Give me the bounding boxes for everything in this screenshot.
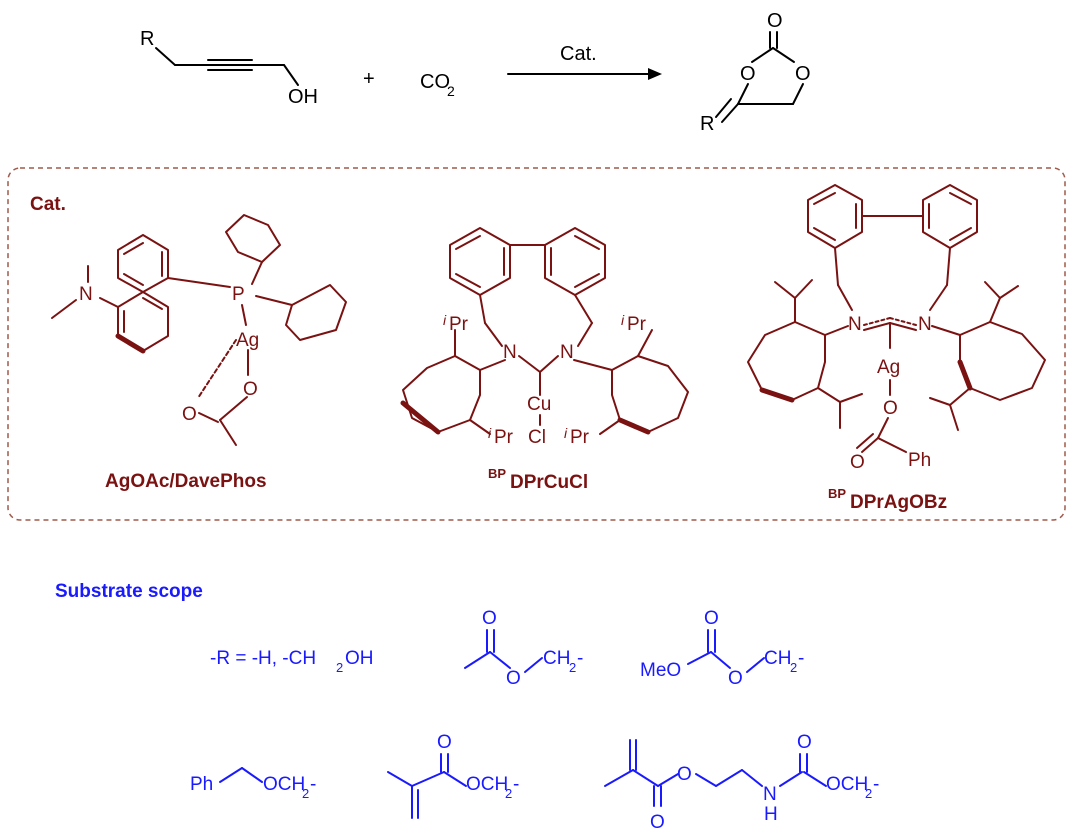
agobz-n-label-1: N [848, 314, 862, 335]
agobz-o-label-2: O [850, 452, 865, 473]
plus-sign: + [363, 68, 375, 90]
cucl-ipr-label-1: Pr [449, 314, 469, 335]
cucl-n-label-2: N [560, 342, 574, 363]
cucl-ipr-label-3: Pr [627, 314, 647, 335]
r-group-label: R [140, 28, 154, 50]
davephos-p-label: P [232, 284, 245, 305]
substrate-scope-title: Substrate scope [55, 581, 203, 602]
svg-text:-: - [873, 774, 879, 795]
svg-text:O: O [677, 764, 692, 785]
cucl-n-label-1: N [503, 342, 517, 363]
methoxycarbonyloxymethyl-structure: O MeO O CH 2 - [640, 608, 804, 689]
svg-text:DPrAgOBz: DPrAgOBz [850, 492, 947, 513]
agobz-o-label-1: O [883, 398, 898, 419]
svg-text:OCH: OCH [826, 774, 868, 795]
svg-text:N: N [763, 784, 777, 805]
cucl-name: BP DPrCuCl [488, 466, 588, 493]
benzyloxymethyl-structure: Ph OCH 2 - [190, 767, 316, 801]
product-cyclic-carbonate: O O O R [700, 10, 811, 135]
svg-text:2: 2 [505, 786, 512, 801]
svg-text:OCH: OCH [263, 774, 305, 795]
agobz-n-label-2: N [918, 314, 932, 335]
svg-text:OH: OH [345, 648, 374, 669]
catalyst-box [7, 167, 1066, 521]
svg-text:DPrCuCl: DPrCuCl [510, 472, 588, 493]
svg-text:MeO: MeO [640, 660, 681, 681]
agobz-structure: N N Ag O O Ph [747, 184, 1046, 473]
svg-text:O: O [482, 608, 497, 629]
svg-text:O: O [506, 668, 521, 689]
product-ring-o-right: O [795, 63, 811, 85]
svg-text:OCH: OCH [466, 774, 508, 795]
svg-text:2: 2 [569, 660, 576, 675]
svg-text:-: - [513, 774, 519, 795]
svg-text:2: 2 [865, 786, 872, 801]
svg-text:-: - [798, 648, 804, 669]
cucl-cu-label: Cu [527, 394, 551, 415]
agobz-name: BP DPrAgOBz [828, 486, 947, 513]
svg-text:H: H [764, 804, 778, 825]
davephos-structure: N P Ag O O [51, 214, 347, 446]
svg-text:CO: CO [420, 71, 450, 93]
davephos-name: AgOAc/DavePhos [105, 471, 267, 492]
product-r-label: R [700, 113, 714, 135]
svg-text:BP: BP [488, 466, 506, 481]
svg-text:O: O [797, 732, 812, 753]
svg-text:2: 2 [302, 786, 309, 801]
reaction-arrow: Cat. [507, 43, 662, 80]
svg-text:Ph: Ph [190, 774, 213, 795]
svg-text:-R = -H, -CH: -R = -H, -CH [210, 648, 316, 669]
co2-label: CO 2 [420, 71, 455, 99]
methacryloxyethylcarbamoyloxymethyl-structure: O O N H O OCH 2 - [604, 732, 879, 833]
acetoxymethyl-structure: O O CH 2 - [464, 608, 583, 689]
davephos-o-label-2: O [182, 404, 197, 425]
hydroxyl-label: OH [288, 86, 318, 108]
cucl-cl-label: Cl [528, 427, 546, 448]
agobz-ag-label: Ag [877, 357, 900, 378]
arrow-catalyst-label: Cat. [560, 43, 597, 65]
svg-text:O: O [728, 668, 743, 689]
svg-text:O: O [704, 608, 719, 629]
cucl-ipr-label-2: Pr [494, 427, 514, 448]
cucl-structure: N N Cu Cl i Pr i Pr i Pr i Pr [400, 227, 689, 448]
svg-text:CH: CH [543, 648, 570, 669]
svg-text:O: O [437, 732, 452, 753]
cucl-ipr-label-4: Pr [570, 427, 590, 448]
svg-text:i: i [564, 425, 568, 441]
svg-text:i: i [621, 312, 625, 328]
davephos-n-label: N [79, 284, 93, 305]
substrate-row1-text: -R = -H, -CH 2 OH [210, 648, 374, 675]
svg-text:-: - [310, 774, 316, 795]
product-carbonyl-o: O [767, 10, 783, 32]
catalyst-box-title: Cat. [30, 194, 66, 215]
reactant-propargylic-alcohol: R OH [140, 28, 318, 108]
svg-text:-: - [577, 648, 583, 669]
svg-text:i: i [488, 425, 492, 441]
agobz-ph-label: Ph [908, 450, 931, 471]
svg-text:CH: CH [764, 648, 791, 669]
svg-text:2: 2 [336, 660, 343, 675]
svg-text:BP: BP [828, 486, 846, 501]
product-ring-o-left: O [740, 63, 756, 85]
davephos-ag-label: Ag [236, 330, 259, 351]
svg-text:2: 2 [447, 83, 455, 99]
svg-text:O: O [650, 812, 665, 833]
svg-text:i: i [443, 312, 447, 328]
davephos-o-label-1: O [243, 379, 258, 400]
methacryloxymethyl-structure: O OCH 2 - [387, 732, 519, 819]
svg-text:2: 2 [790, 660, 797, 675]
